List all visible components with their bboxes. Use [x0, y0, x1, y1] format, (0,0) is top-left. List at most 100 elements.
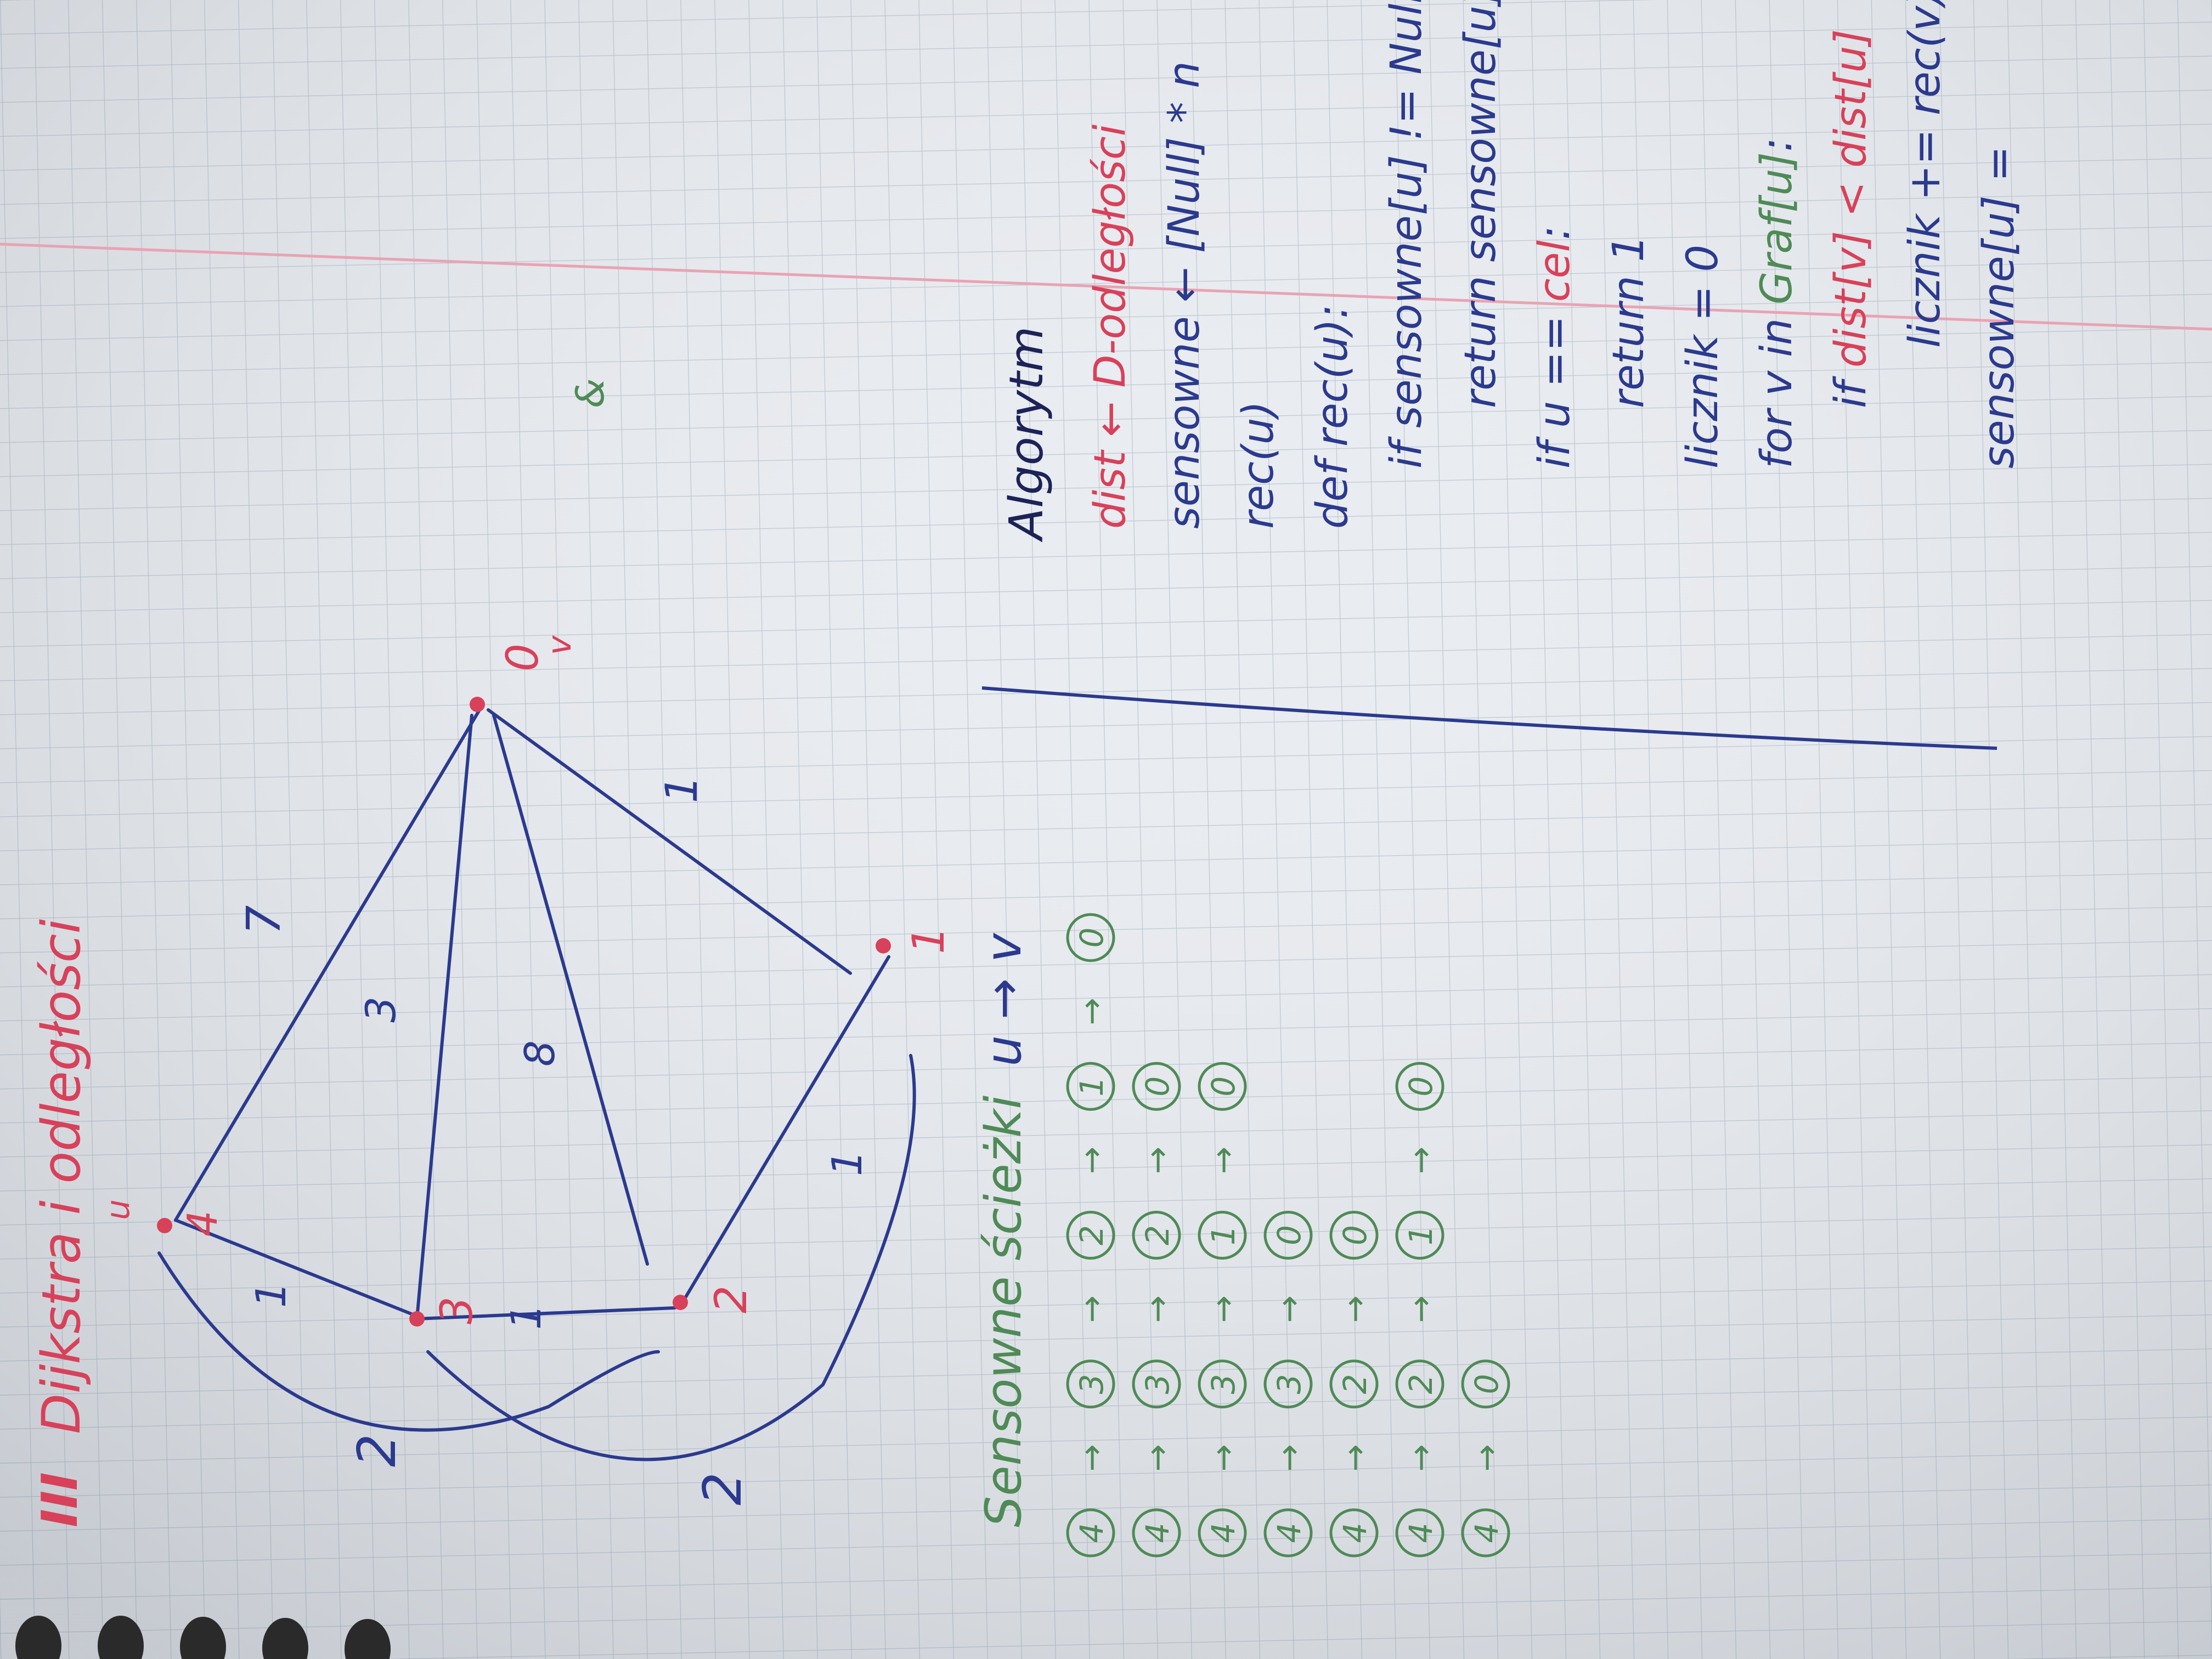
path-node-label: 2	[1336, 1374, 1374, 1394]
algorithm-line: if sensowne[u] != Null	[1382, 0, 1431, 469]
algorithm-line: licznik += rec(v)	[1900, 0, 1950, 348]
algorithm-title: Algorytm	[1000, 326, 1054, 543]
paths-title: Sensowne ścieżki	[975, 1096, 1032, 1527]
path-arrow: →	[1138, 1295, 1177, 1323]
algorithm-token: if	[1826, 368, 1876, 408]
algorithm-token: ← D-odległości	[1086, 124, 1135, 450]
path-arrow: →	[1270, 1444, 1308, 1471]
algorithm-token: dist	[1086, 449, 1135, 529]
path-node-label: 4	[1468, 1523, 1505, 1543]
edge-weights: 7 1 3 1 8 1 1 2 2	[237, 775, 871, 1505]
algorithm-token: sensowne ← [Null] * n	[1160, 61, 1209, 529]
path-arrow: →	[1073, 1147, 1111, 1174]
node-labels: u 4 3 2 1 0 v	[99, 635, 954, 1324]
path-node-circle	[1066, 1062, 1115, 1111]
graph-diagram	[157, 703, 916, 1462]
edge-3-v	[415, 714, 473, 1321]
node-v-number: 0	[497, 644, 548, 672]
path-arrow: →	[1138, 1444, 1177, 1471]
path-node-circle	[1263, 1359, 1313, 1409]
algorithm-line: if dist[v] < dist[u]	[1826, 29, 1876, 408]
weight-3-1: 2	[693, 1472, 753, 1505]
algorithm-token: dist[v] < dist[u]	[1826, 29, 1876, 368]
path-arrow: →	[1402, 1147, 1440, 1174]
path-node-label: 4	[1402, 1523, 1440, 1543]
algorithm-line: rec(u)	[1234, 401, 1283, 529]
weight-3-v: 3	[357, 996, 405, 1023]
node-3	[409, 1311, 425, 1327]
path-row: 4→3→0	[1263, 1211, 1313, 1558]
node-3-number: 3	[431, 1296, 482, 1324]
path-node-circle	[1263, 1508, 1313, 1558]
path-arrow: →	[1073, 998, 1111, 1025]
path-node-circle	[1461, 1508, 1510, 1558]
margin-mark: &	[568, 378, 613, 408]
edge-u-2	[157, 1251, 660, 1432]
path-row: 4→3→1→0	[1198, 1062, 1247, 1558]
path-node-circle	[1132, 1508, 1181, 1558]
path-node-label: 3	[1271, 1374, 1308, 1394]
path-node-circle	[1066, 913, 1115, 962]
edge-1-v	[487, 708, 852, 975]
node-1-number: 1	[903, 926, 954, 954]
algorithm-token: def rec(u):	[1308, 304, 1357, 529]
weight-2-v: 8	[516, 1040, 564, 1066]
algorithm-token: cel	[1530, 240, 1579, 302]
path-node-circle	[1329, 1211, 1379, 1260]
algorithm-lines: dist ← D-odległości sensowne ← [Null] * n…	[1086, 0, 2024, 529]
path-node-label: 0	[1271, 1225, 1308, 1245]
node-u	[157, 1218, 172, 1233]
path-node-label: 0	[1205, 1076, 1242, 1097]
algorithm-token: :	[1530, 226, 1579, 240]
weight-u-v: 7	[237, 905, 291, 935]
path-node-label: 4	[1336, 1523, 1374, 1543]
path-node-label: 0	[1468, 1374, 1505, 1394]
node-u-number: 4	[178, 1210, 227, 1237]
path-node-circle	[1395, 1508, 1444, 1558]
path-node-circle	[1198, 1508, 1247, 1558]
algorithm-token: return 1	[1604, 235, 1654, 408]
algorithm-token: return sensowne[u]	[1456, 0, 1505, 408]
weight-1-v: 1	[656, 775, 707, 803]
path-node-label: 4	[1139, 1523, 1176, 1543]
algorithm-line: def rec(u):	[1308, 304, 1357, 529]
heading-text: Dijkstra i odległości	[31, 919, 92, 1434]
path-node-label: 2	[1402, 1374, 1440, 1394]
path-node-label: 0	[1336, 1225, 1374, 1245]
margin-line	[0, 242, 2212, 331]
edge-u-v	[174, 703, 484, 1222]
path-node-label: 3	[1139, 1374, 1176, 1394]
heading-number: III	[31, 1472, 89, 1527]
path-node-label: 4	[1205, 1523, 1242, 1543]
path-arrow: →	[1204, 1295, 1243, 1323]
section-divider	[981, 686, 1997, 750]
path-node-label: 2	[1073, 1225, 1110, 1245]
path-arrow: →	[1468, 1444, 1506, 1471]
algorithm-line: if u == cel:	[1530, 226, 1579, 469]
node-2-number: 2	[706, 1285, 757, 1313]
algorithm-line: licznik = 0	[1678, 245, 1728, 469]
path-node-circle	[1066, 1508, 1115, 1558]
weight-u-2: 2	[347, 1434, 408, 1467]
node-v	[470, 697, 485, 712]
path-row: 4→3→2→0	[1132, 1062, 1181, 1558]
path-node-label: 4	[1271, 1523, 1308, 1543]
path-node-label: 1	[1205, 1225, 1242, 1245]
edge-u-3	[174, 1218, 419, 1318]
algorithm-token: if u ==	[1530, 302, 1579, 469]
graph-nodes	[157, 697, 891, 1327]
algorithm-token: rec(u)	[1234, 401, 1283, 529]
algorithm-token: licznik += rec(v)	[1900, 0, 1950, 348]
path-node-circle	[1198, 1062, 1247, 1111]
path-arrow: →	[1336, 1444, 1374, 1471]
algorithm-line: for v in Graf[u]:	[1752, 138, 1802, 469]
algorithm-line: return 1	[1604, 235, 1654, 408]
algorithm-section: Algorytm dist ← D-odległości sensowne ← […	[1000, 0, 2024, 543]
path-node-label: 1	[1402, 1225, 1440, 1245]
algorithm-line: dist ← D-odległości	[1086, 124, 1135, 529]
paths-title-suffix: u → v	[975, 932, 1032, 1066]
edge-2-1	[684, 955, 890, 1299]
